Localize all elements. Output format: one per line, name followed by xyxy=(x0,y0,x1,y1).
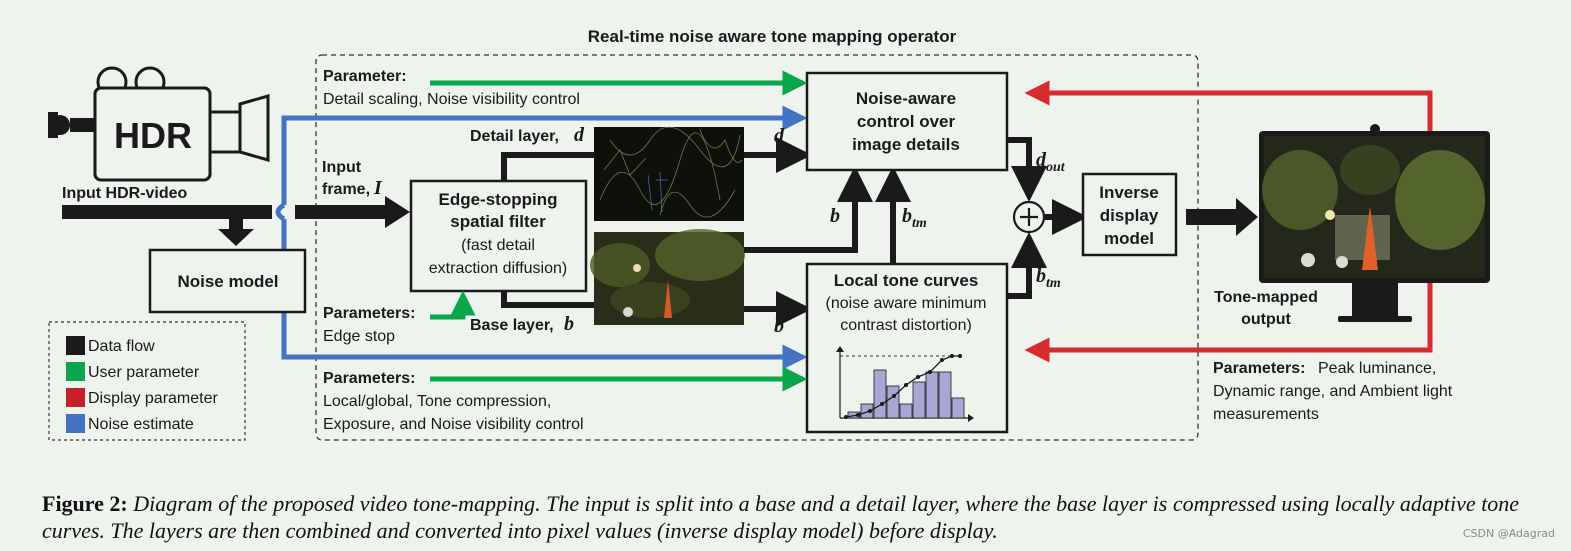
svg-text:(noise aware minimum: (noise aware minimum xyxy=(826,295,987,312)
inverse-display-model-box xyxy=(1081,172,1178,257)
svg-text:contrast distortion): contrast distortion) xyxy=(840,317,972,334)
detail-layer-label: Detail layer, xyxy=(470,128,559,145)
legend-label: User parameter xyxy=(88,364,200,381)
param-bottom-text-2: Exposure, and Noise visibility control xyxy=(323,416,584,433)
svg-text:extraction diffusion): extraction diffusion) xyxy=(429,260,567,277)
legend-swatch xyxy=(66,362,85,381)
watermark: CSDN @Adagrad xyxy=(1462,527,1555,540)
d-symbol: d xyxy=(774,125,785,147)
operator-boundary xyxy=(315,54,1199,441)
base-layer-label: Base layer, xyxy=(470,317,554,334)
detail-layer-image xyxy=(594,126,744,221)
legend-swatch xyxy=(66,336,85,355)
legend-swatch xyxy=(66,414,85,433)
input-frame-label: Input xyxy=(322,159,362,176)
noise-model-box xyxy=(148,248,307,314)
b-up-arrow xyxy=(744,166,873,253)
legend-swatch xyxy=(66,388,85,407)
param-display-text-1: Peak luminance, xyxy=(1318,360,1436,377)
param-bottom-title: Parameters: xyxy=(323,370,416,387)
display-parameter-lines xyxy=(1024,80,1433,363)
param-display-title: Parameters: xyxy=(1213,360,1306,377)
svg-text:Edge-stopping: Edge-stopping xyxy=(439,190,558,209)
param-display-text-2: Dynamic range, and Ambient light xyxy=(1213,383,1453,400)
input-frame-label-2: frame, xyxy=(322,181,370,198)
svg-text:Inverse: Inverse xyxy=(1099,183,1159,202)
svg-text:model: model xyxy=(1104,229,1154,248)
display-monitor-icon xyxy=(1259,124,1490,322)
legend-label: Display parameter xyxy=(88,390,219,407)
param-edge-title: Parameters: xyxy=(323,305,416,322)
base-layer-symbol: b xyxy=(564,313,574,335)
sum-node-icon xyxy=(1012,200,1046,234)
btm-symbol-mid: btm xyxy=(902,205,927,231)
figure-caption-text: Diagram of the proposed video tone-mappi… xyxy=(42,491,1520,543)
svg-text:HDR: HDR xyxy=(114,115,192,156)
base-layer-image xyxy=(590,229,745,325)
user-parameter-lines xyxy=(430,70,808,392)
input-flow-arrow xyxy=(62,196,410,228)
input-frame-symbol: I xyxy=(373,177,383,199)
dout-symbol: dout xyxy=(1036,149,1066,175)
noise-flow-arrow xyxy=(218,219,254,246)
b-symbol-mid: b xyxy=(830,205,840,227)
svg-text:spatial filter: spatial filter xyxy=(450,212,546,231)
legend-label: Noise estimate xyxy=(88,416,194,433)
dout-arrow xyxy=(1007,137,1047,299)
noise-model-label: Noise model xyxy=(177,272,278,291)
layer-branches xyxy=(501,152,596,308)
input-hdr-video-label: Input HDR-video xyxy=(62,185,188,202)
legend-label: Data flow xyxy=(88,338,155,355)
svg-text:Local tone curves: Local tone curves xyxy=(834,271,979,290)
param-bottom-text-1: Local/global, Tone compression, xyxy=(323,393,551,410)
param-top-title: Parameter: xyxy=(323,68,407,85)
svg-text:control over: control over xyxy=(857,112,956,131)
param-display-text-3: measurements xyxy=(1213,406,1319,423)
btm-symbol-right: btm xyxy=(1036,265,1061,291)
param-edge-text: Edge stop xyxy=(323,328,395,345)
tone-mapping-diagram: Real-time noise aware tone mapping opera… xyxy=(48,27,1490,441)
svg-text:display: display xyxy=(1100,206,1159,225)
tone-curve-histogram xyxy=(836,346,974,422)
noise-aware-control-box xyxy=(805,71,1009,172)
b-symbol-bottom: b xyxy=(774,315,784,337)
operator-title: Real-time noise aware tone mapping opera… xyxy=(588,27,957,46)
edge-stopping-filter-box xyxy=(409,179,588,293)
svg-text:Noise-aware: Noise-aware xyxy=(856,89,956,108)
tone-mapped-output-label-2: output xyxy=(1241,311,1291,328)
detail-layer-symbol: d xyxy=(574,124,585,146)
param-top-text: Detail scaling, Noise visibility control xyxy=(323,91,580,108)
hdr-camera-icon: HDR xyxy=(48,66,270,182)
output-flow-arrow xyxy=(1186,198,1258,236)
figure-number: Figure 2: xyxy=(42,491,128,516)
svg-text:(fast detail: (fast detail xyxy=(461,237,535,254)
svg-text:image details: image details xyxy=(852,135,960,154)
tone-mapped-output-label: Tone-mapped xyxy=(1214,289,1318,306)
figure-caption: Figure 2: Diagram of the proposed video … xyxy=(42,490,1532,544)
